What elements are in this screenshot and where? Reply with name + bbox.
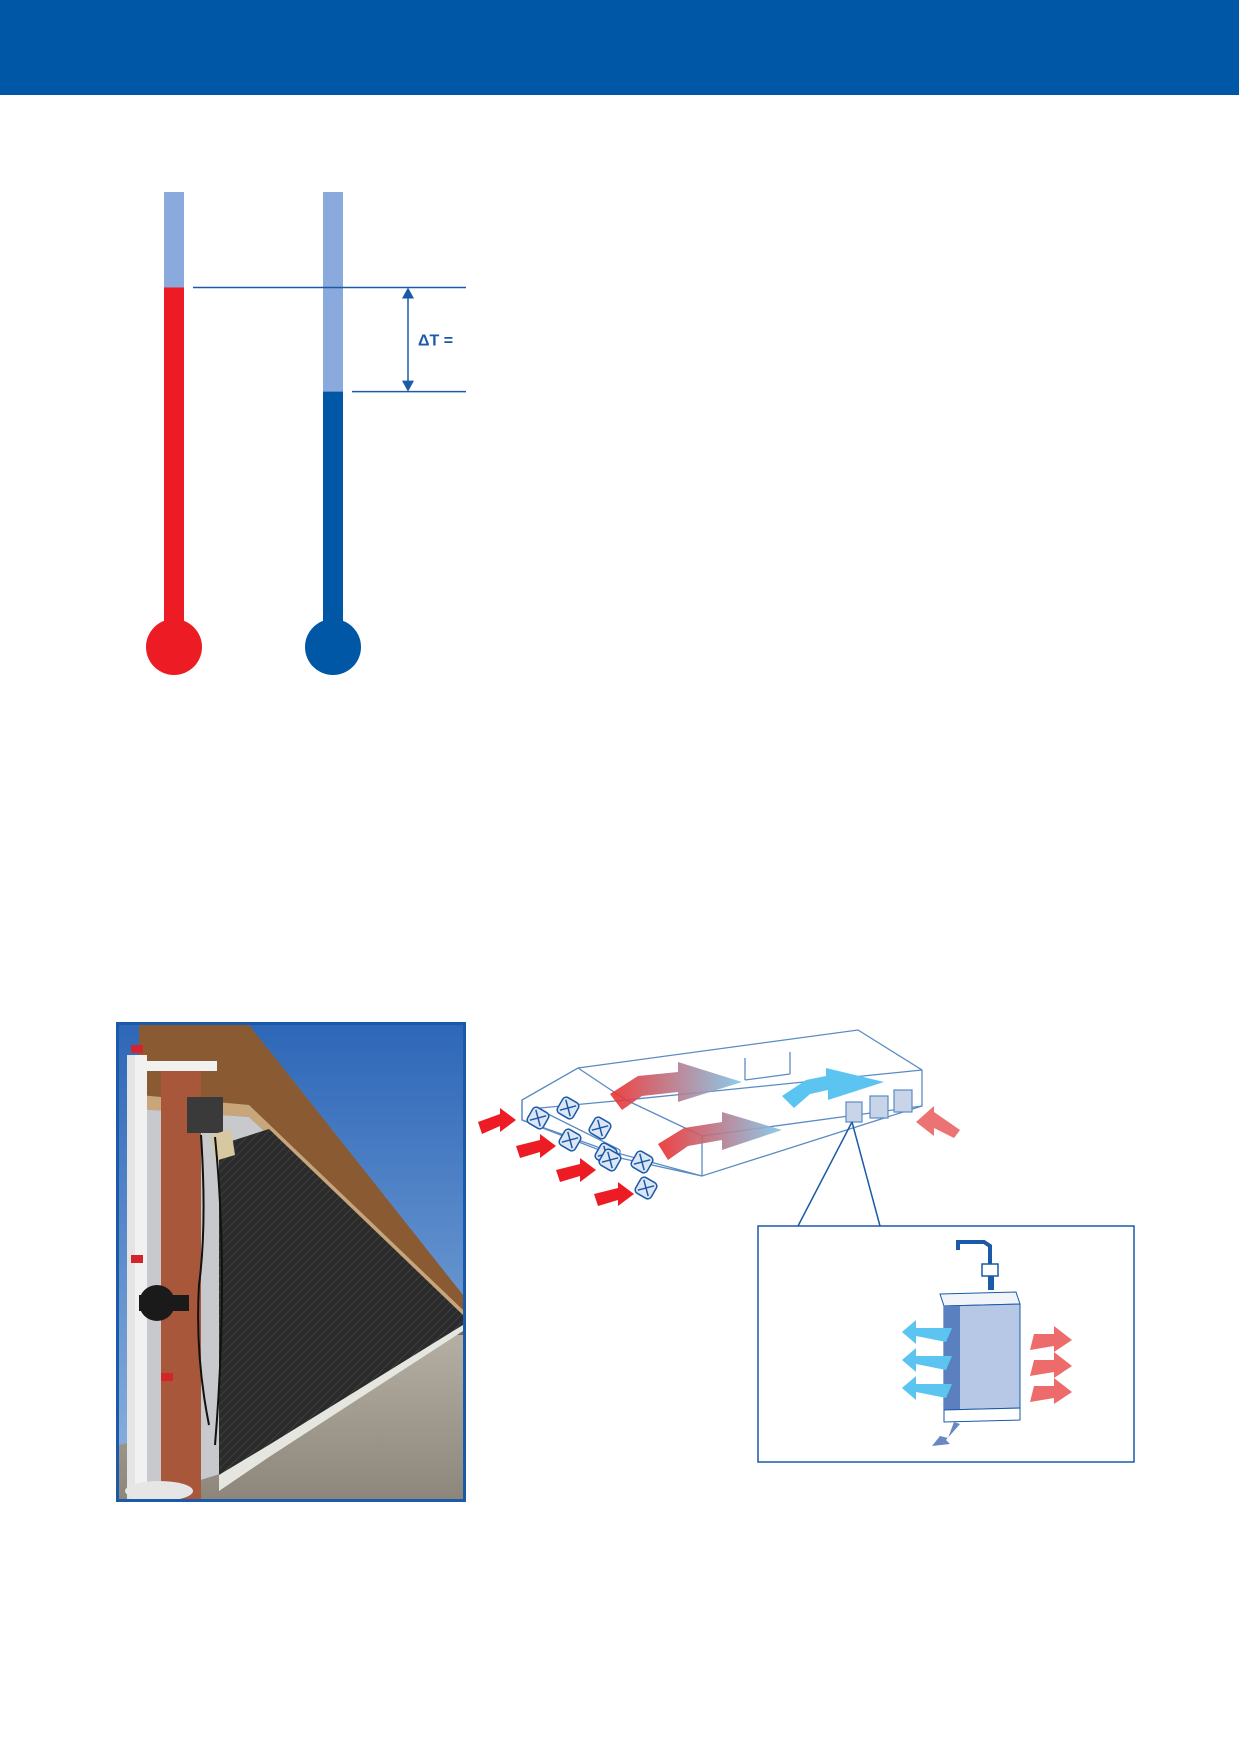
delta-t-label: ΔT = [418, 333, 453, 350]
cooling-pad-detail [757, 1225, 1135, 1463]
delta-t-arrow [402, 287, 414, 392]
cooling-pad-photo-illustration [119, 1025, 463, 1499]
callout-line-right [851, 1121, 881, 1227]
exhaust-fans [526, 1096, 658, 1200]
thermometer-cold-fill [323, 391, 343, 626]
interior-air-arrows [610, 1062, 884, 1160]
thermometer-diagram: ΔT = [146, 192, 466, 675]
inlet-pads [845, 1089, 913, 1123]
thermometer-hot-bulb [146, 619, 202, 675]
thermometer-hot-fill [164, 287, 184, 626]
callout-line-left [797, 1121, 853, 1227]
thermometer-cold [305, 192, 361, 675]
inlet-air-arrow [916, 1106, 960, 1138]
thermometer-cold-bulb [305, 619, 361, 675]
cooling-pad-photo [116, 1022, 466, 1502]
tunnel-ventilation-diagram [478, 1029, 1135, 1463]
thermometer-hot [146, 192, 202, 675]
header-band [0, 0, 1239, 95]
exhaust-air-arrows [478, 1108, 634, 1206]
